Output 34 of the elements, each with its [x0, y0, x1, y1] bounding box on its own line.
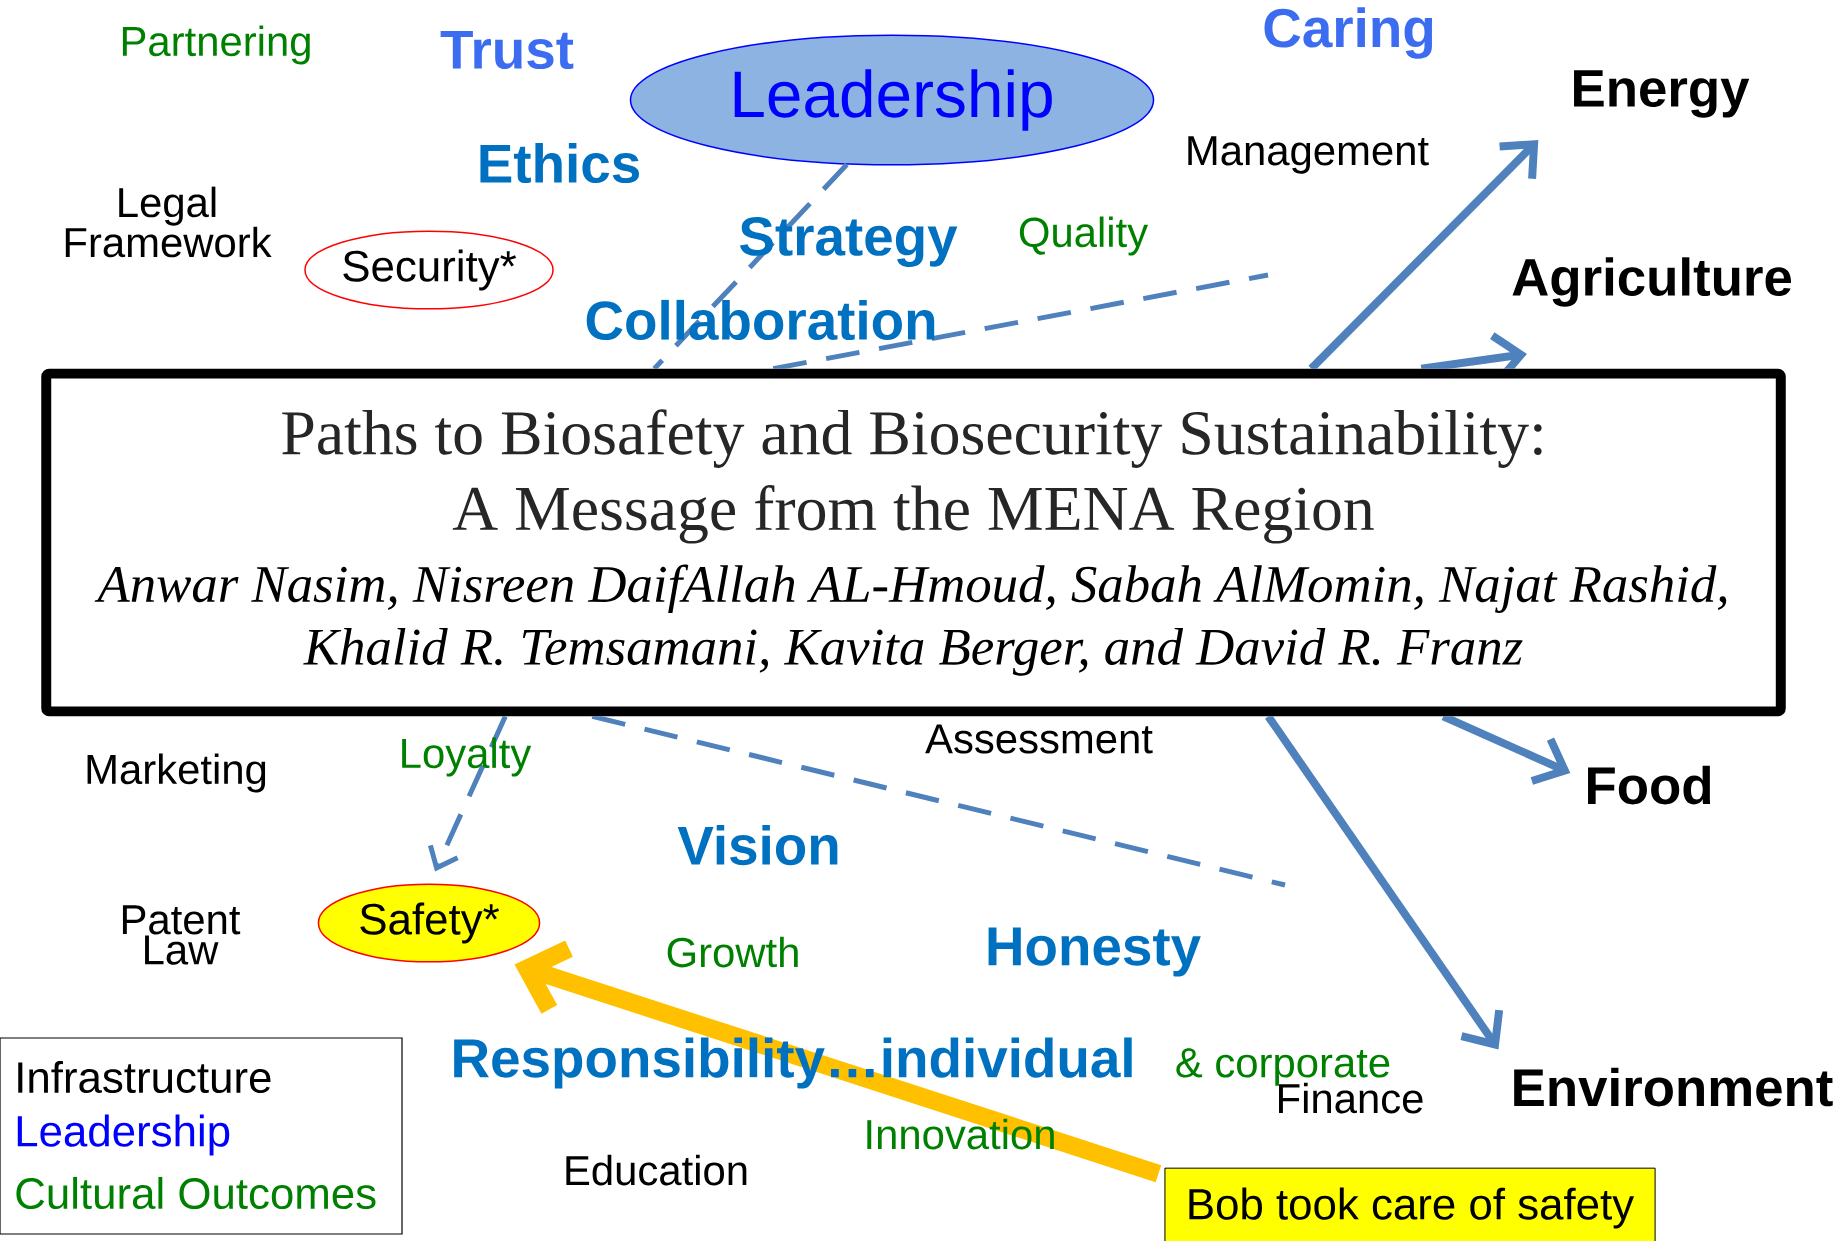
- word-label: Management: [1188, 136, 1429, 174]
- dashed-line: [591, 716, 1286, 888]
- sector-label: Food: [1588, 765, 1711, 805]
- legend-entry: Cultural Outcomes: [16, 1176, 376, 1210]
- dashed-line: [652, 162, 849, 369]
- keyword: Vision: [677, 824, 838, 866]
- sector-label: Environment: [1514, 1067, 1833, 1107]
- word-label: Growth: [667, 936, 798, 968]
- word-label: Legal Framework: [65, 186, 272, 258]
- arrow: [1308, 139, 1539, 369]
- arrow: [1420, 332, 1527, 369]
- word-label: Partnering: [122, 25, 310, 65]
- arrow: [1441, 716, 1571, 785]
- keyword: Collaboration: [586, 299, 935, 341]
- sector-label: Energy: [1574, 70, 1750, 118]
- word-label: Education: [566, 1154, 747, 1186]
- title-box: Paths to Biosafety and Biosecurity Sustainability: A Message from the MENA Region Anwar Nasim, Nisreen DaifAllah AL-Hmoud, Sabah AlMomin, Najat Rashid, Khalid R. Temsamani, Kavita Berger, and David R. Franz: [41, 368, 1786, 717]
- word-label: Patent Law: [122, 905, 241, 965]
- legend-entry: Leadership: [17, 1114, 230, 1156]
- note-box: Bob took care of safety: [1164, 1167, 1656, 1241]
- keyword: Caring: [1264, 7, 1433, 59]
- keyword: Strategy: [739, 217, 958, 267]
- ellipse-node: Security*: [304, 230, 554, 310]
- ellipse-node: Safety*: [317, 883, 541, 963]
- dashed-line: [772, 272, 1269, 369]
- word-label: Quality: [1019, 216, 1149, 256]
- word-label: Marketing: [87, 753, 266, 793]
- legend-entry: Infrastructure: [18, 1060, 271, 1094]
- keyword: Honesty: [988, 927, 1201, 977]
- arrow: [1265, 716, 1504, 1050]
- sector-label: Agriculture: [1512, 257, 1792, 307]
- word-label: Loyalty: [402, 737, 532, 777]
- keyword: Trust: [440, 30, 574, 70]
- dashed-arrow: [428, 716, 508, 872]
